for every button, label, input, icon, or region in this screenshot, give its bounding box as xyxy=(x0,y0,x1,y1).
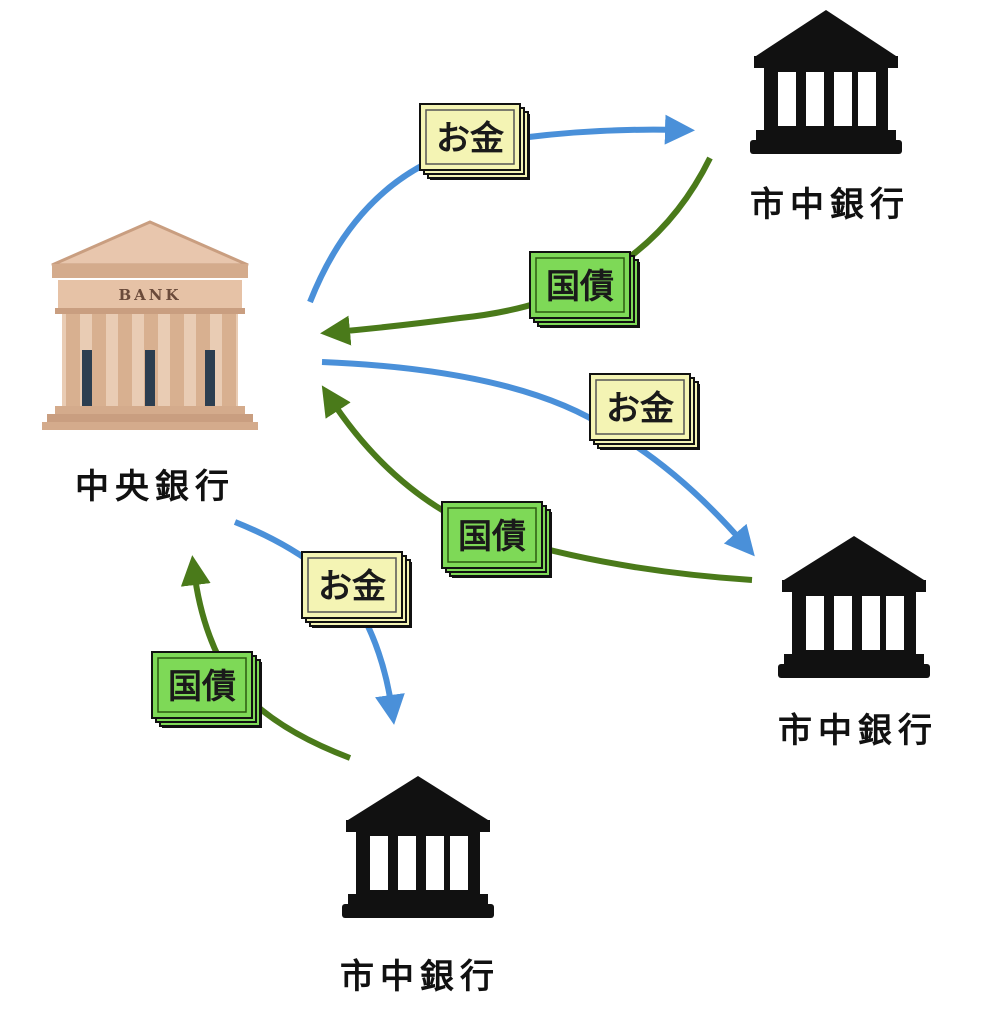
commercial-bank-icon xyxy=(750,10,902,154)
bond-note-stack: 国債 xyxy=(529,251,640,328)
commercial-bank-label: 市中銀行 xyxy=(778,711,938,751)
commercial-bank-label: 市中銀行 xyxy=(750,185,910,225)
money-note-label: お金 xyxy=(606,389,675,429)
central-bank-icon: BANK xyxy=(42,220,258,430)
bond-note-label: 国債 xyxy=(546,267,614,307)
commercial-bank-icon xyxy=(778,536,930,678)
central-bank-label: 中央銀行 xyxy=(75,467,235,507)
money-note-stack: お金 xyxy=(589,373,700,450)
money-note-stack: お金 xyxy=(419,103,530,180)
money-note-label: お金 xyxy=(318,567,387,607)
commercial-bank-icon xyxy=(342,776,494,918)
bond-note-label: 国債 xyxy=(168,667,236,707)
money-note-stack: お金 xyxy=(301,551,412,628)
bond-arrow xyxy=(320,156,713,346)
central-bank-sign: BANK xyxy=(118,286,181,304)
bond-note-label: 国債 xyxy=(458,517,526,557)
money-note-label: お金 xyxy=(436,119,505,159)
bond-note-stack: 国債 xyxy=(151,651,262,728)
commercial-bank-label: 市中銀行 xyxy=(340,957,500,997)
bond-note-stack: 国債 xyxy=(441,501,552,578)
